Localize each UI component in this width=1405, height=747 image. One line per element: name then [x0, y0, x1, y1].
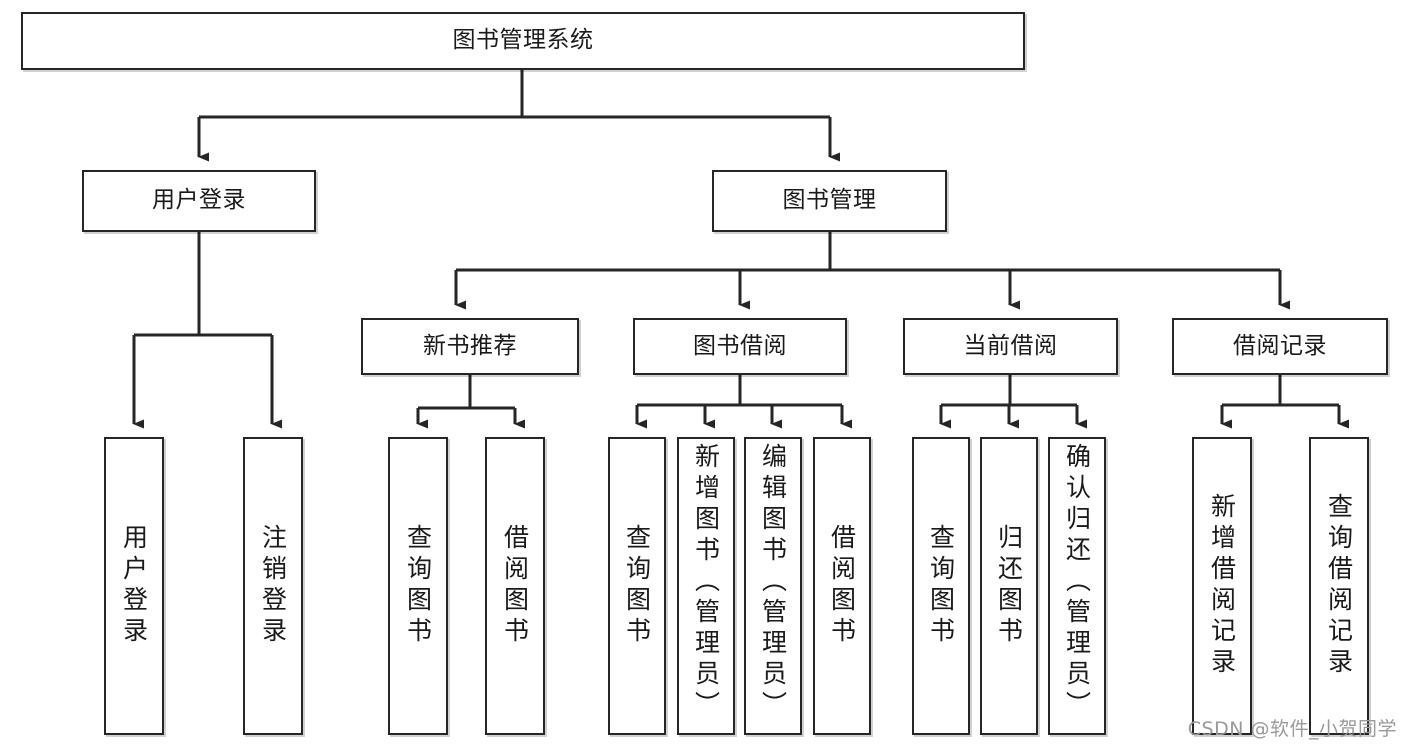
- node-leaf-add-book[interactable]: 新增图书（管理员）: [677, 437, 735, 735]
- node-leaf-query-book-2-label: 查询图书: [622, 524, 652, 648]
- node-borrow-record-label: 借阅记录: [1233, 332, 1327, 359]
- node-current-borrow[interactable]: 当前借阅: [903, 318, 1118, 375]
- node-leaf-logout-label: 注销登录: [258, 524, 288, 648]
- node-leaf-borrow-book-2-label: 借阅图书: [827, 524, 857, 648]
- node-leaf-query-record-label: 查询借阅记录: [1324, 493, 1354, 679]
- node-leaf-query-book-1-label: 查询图书: [403, 524, 433, 648]
- node-user-login-label: 用户登录: [152, 187, 246, 214]
- node-leaf-return-book-label: 归还图书: [994, 524, 1024, 648]
- node-leaf-edit-book[interactable]: 编辑图书（管理员）: [744, 437, 802, 735]
- node-leaf-query-book-3[interactable]: 查询图书: [912, 437, 970, 735]
- node-leaf-return-book[interactable]: 归还图书: [980, 437, 1038, 735]
- node-leaf-user-login-label: 用户登录: [119, 524, 149, 648]
- node-book-manage[interactable]: 图书管理: [712, 170, 947, 232]
- node-leaf-borrow-book-1[interactable]: 借阅图书: [485, 437, 545, 735]
- node-borrow-record[interactable]: 借阅记录: [1172, 318, 1388, 375]
- node-leaf-add-record-label: 新增借阅记录: [1207, 493, 1237, 679]
- watermark-text: CSDN @软件_小贺同学: [1187, 718, 1397, 740]
- node-leaf-add-record[interactable]: 新增借阅记录: [1192, 437, 1252, 735]
- node-leaf-user-login[interactable]: 用户登录: [104, 437, 164, 735]
- node-book-borrow[interactable]: 图书借阅: [633, 318, 847, 375]
- node-leaf-query-book-3-label: 查询图书: [926, 524, 956, 648]
- node-current-borrow-label: 当前借阅: [963, 332, 1058, 359]
- node-leaf-logout[interactable]: 注销登录: [243, 437, 303, 735]
- node-root-label: 图书管理系统: [452, 27, 594, 54]
- node-user-login[interactable]: 用户登录: [82, 170, 316, 232]
- node-leaf-query-record[interactable]: 查询借阅记录: [1309, 437, 1369, 735]
- node-new-book-rec-label: 新书推荐: [423, 332, 517, 359]
- node-new-book-rec[interactable]: 新书推荐: [361, 318, 579, 375]
- node-leaf-query-book-2[interactable]: 查询图书: [608, 437, 666, 735]
- node-leaf-borrow-book-1-label: 借阅图书: [500, 524, 530, 648]
- node-book-borrow-label: 图书借阅: [693, 332, 787, 359]
- node-leaf-add-book-label: 新增图书（管理员）: [691, 443, 721, 722]
- node-leaf-confirm-return[interactable]: 确认归还（管理员）: [1048, 437, 1106, 735]
- node-root[interactable]: 图书管理系统: [21, 12, 1025, 70]
- node-leaf-query-book-1[interactable]: 查询图书: [388, 437, 448, 735]
- node-leaf-confirm-return-label: 确认归还（管理员）: [1062, 443, 1092, 722]
- node-book-manage-label: 图书管理: [782, 187, 877, 214]
- node-leaf-edit-book-label: 编辑图书（管理员）: [758, 443, 788, 722]
- node-leaf-borrow-book-2[interactable]: 借阅图书: [813, 437, 871, 735]
